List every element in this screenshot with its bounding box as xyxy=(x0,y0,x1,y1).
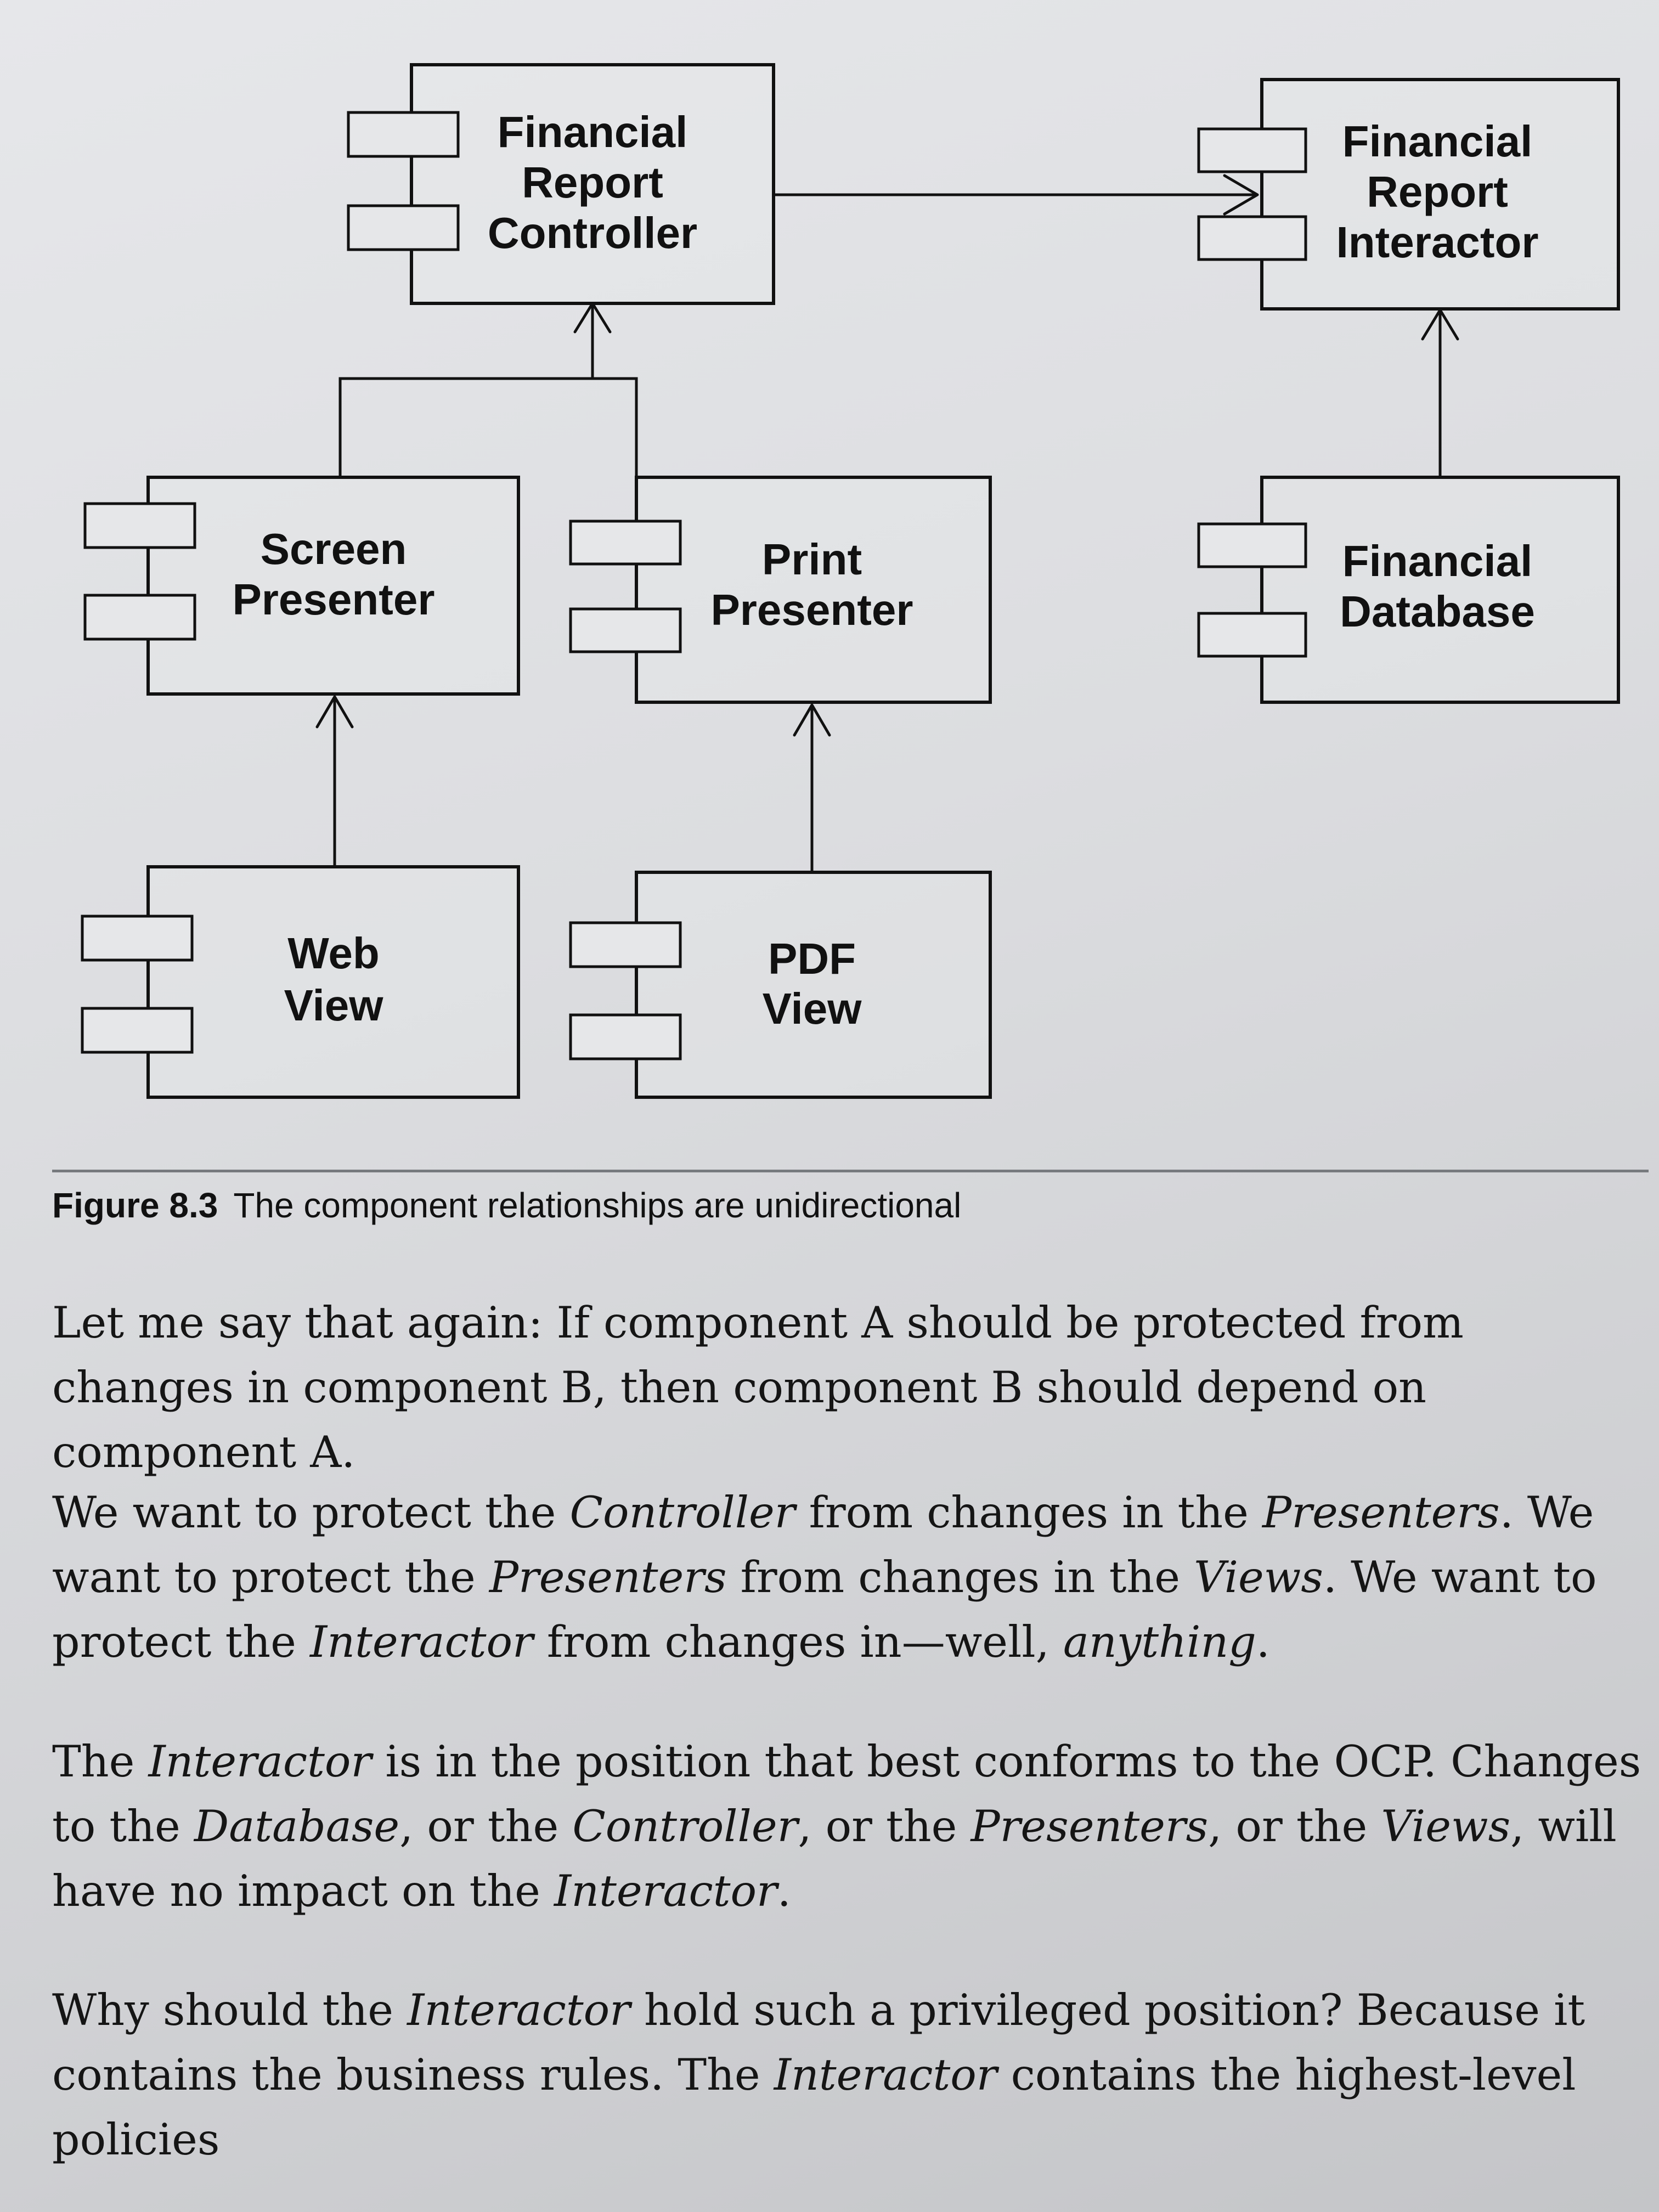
component-diagram: Financial Report Controller Financial Re… xyxy=(81,63,1620,1099)
italic-term: Presenters xyxy=(489,1552,727,1602)
italic-term: anything xyxy=(1063,1617,1256,1667)
component-financial-report-interactor: Financial Report Interactor xyxy=(1197,78,1620,311)
italic-term: Database xyxy=(194,1801,400,1852)
text-run: . xyxy=(777,1866,791,1916)
caption-rule xyxy=(52,1170,1649,1172)
paragraph-3: The Interactor is in the position that b… xyxy=(52,1729,1654,1923)
print-presenter-label-1: Print xyxy=(762,535,862,584)
database-label-1: Financial xyxy=(1342,537,1533,585)
italic-term: Presenters xyxy=(970,1801,1209,1852)
italic-term: Interactor xyxy=(310,1617,533,1667)
component-tab-icon xyxy=(347,204,460,251)
component-tab-icon xyxy=(81,1007,194,1054)
component-financial-database: Financial Database xyxy=(1197,476,1620,704)
text-run: Why should the xyxy=(52,1985,408,2035)
database-label-2: Database xyxy=(1340,587,1535,636)
pdf-view-label-1: PDF xyxy=(768,934,856,983)
italic-term: Interactor xyxy=(407,1985,630,2035)
text-run: from changes in—well, xyxy=(533,1617,1063,1667)
component-tab-icon xyxy=(347,111,460,158)
text-run: , or the xyxy=(399,1801,573,1852)
component-tab-icon xyxy=(569,520,682,566)
web-view-label-2: View xyxy=(284,981,384,1030)
text-run: . We want to protect the xyxy=(52,1552,1597,1667)
component-screen-presenter: Screen Presenter xyxy=(83,476,520,696)
component-tab-icon xyxy=(1197,522,1307,568)
arrowhead-interactor xyxy=(1223,174,1259,216)
italic-term: Controller xyxy=(572,1801,798,1852)
paragraph-4: Why should the Interactor hold such a pr… xyxy=(52,1978,1654,2172)
interactor-label-2: Report xyxy=(1367,167,1508,216)
component-tab-icon xyxy=(569,1013,682,1060)
text-run: The xyxy=(52,1736,149,1787)
component-financial-report-controller: Financial Report Controller xyxy=(347,63,775,305)
component-pdf-view: PDF View xyxy=(569,871,992,1099)
component-tab-icon xyxy=(1197,612,1307,658)
component-tab-icon xyxy=(81,915,194,962)
component-tab-icon xyxy=(1197,127,1307,173)
interactor-label-1: Financial xyxy=(1342,117,1533,166)
component-tab-icon xyxy=(569,607,682,653)
controller-label-1: Financial xyxy=(498,108,688,156)
text-run: We want to protect the xyxy=(52,1487,570,1538)
component-web-view: Web View xyxy=(81,865,520,1099)
text-run: is in the position that best conforms to… xyxy=(52,1736,1641,1852)
component-tab-icon xyxy=(569,921,682,968)
italic-term: Presenters xyxy=(1262,1487,1500,1538)
italic-term: Views xyxy=(1381,1801,1511,1852)
paragraph-2: We want to protect the Controller from c… xyxy=(52,1480,1654,1674)
text-run: , or the xyxy=(1208,1801,1381,1852)
screen-presenter-label-1: Screen xyxy=(261,524,407,573)
paragraph-1-text: Let me say that again: If component A sh… xyxy=(52,1297,1464,1477)
component-print-presenter: Print Presenter xyxy=(569,476,992,704)
figure-number: Figure 8.3 xyxy=(52,1186,218,1225)
print-presenter-label-2: Presenter xyxy=(710,585,913,634)
screen-presenter-label-2: Presenter xyxy=(232,575,435,624)
figure-caption: Figure 8.3 The component relationships ar… xyxy=(52,1185,961,1226)
arrow-presenters-to-controller xyxy=(338,377,638,477)
controller-label-3: Controller xyxy=(488,208,697,257)
text-run: from changes in the xyxy=(726,1552,1194,1602)
controller-label-2: Report xyxy=(522,158,663,207)
text-run: from changes in the xyxy=(795,1487,1263,1538)
italic-term: Controller xyxy=(569,1487,795,1538)
text-run: . xyxy=(1256,1617,1270,1667)
text-run: , or the xyxy=(798,1801,971,1852)
figure-caption-text: The component relationships are unidirec… xyxy=(233,1186,962,1225)
text-run: hold such a privileged position? Because… xyxy=(52,1985,1585,2100)
arrowhead-printpresenter xyxy=(793,703,831,737)
italic-term: Interactor xyxy=(554,1866,777,1916)
text-run: . We want to protect the xyxy=(52,1487,1594,1602)
text-run: , will have no impact on the xyxy=(52,1801,1617,1916)
text-run: contains the highest-level policies xyxy=(52,2050,1576,2165)
component-tab-icon xyxy=(83,502,196,549)
italic-term: Interactor xyxy=(148,1736,372,1787)
component-tab-icon xyxy=(1197,215,1307,261)
pdf-view-label-2: View xyxy=(763,984,862,1033)
component-tab-icon xyxy=(83,594,196,641)
italic-term: Views xyxy=(1194,1552,1323,1602)
arrowhead-screenpresenter xyxy=(315,695,354,729)
interactor-label-3: Interactor xyxy=(1336,218,1539,267)
italic-term: Interactor xyxy=(774,2050,997,2100)
paragraph-1: Let me say that again: If component A sh… xyxy=(52,1290,1654,1485)
web-view-label-1: Web xyxy=(287,929,379,978)
